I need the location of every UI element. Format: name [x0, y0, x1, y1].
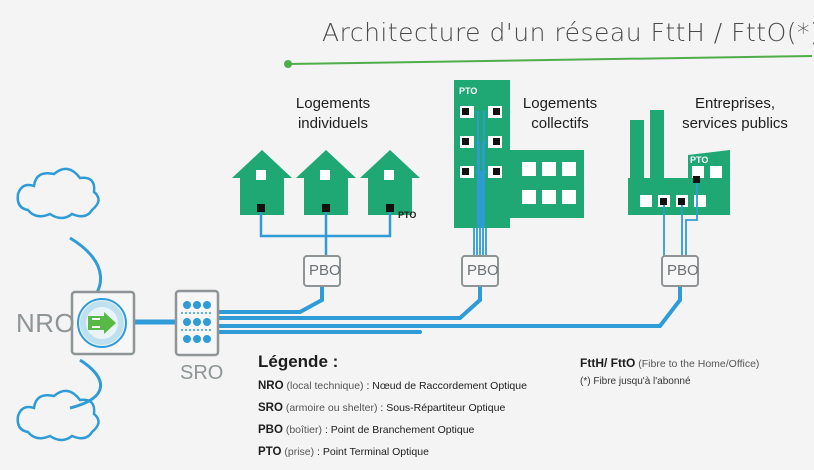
legend-row-nro: NRO (local technique) : Nœud de Raccorde…: [258, 380, 527, 392]
pto-label-business: PTO: [690, 155, 709, 165]
house-icon-1: [232, 150, 292, 215]
pbo-boxes: [303, 255, 699, 287]
legend-title: Légende :: [258, 352, 339, 371]
pbo-label-individual: PBO: [309, 262, 341, 279]
pbo-label-collective: PBO: [467, 262, 499, 279]
title-underline-dot: [284, 60, 292, 68]
label-collective-housing: Logements collectifs: [522, 95, 598, 132]
apartment-building: [454, 80, 584, 258]
title-underline: [287, 55, 813, 65]
cloud-icon-top: [16, 167, 100, 220]
sro-label: SRO: [180, 362, 224, 384]
house-drop-cables: [259, 212, 392, 258]
pto-label-collective: PTO: [459, 86, 478, 96]
houses: [232, 150, 420, 215]
nro-label: NRO: [16, 308, 76, 338]
business-building: [628, 110, 730, 258]
nro-equipment: [70, 290, 136, 356]
ftth-footnote: (*) Fibre jusqu'à l'abonné: [580, 376, 691, 387]
sro-cabinet: [174, 289, 220, 357]
ftth-definition: FttH/ FttO (Fibre to the Home/Office): [580, 356, 760, 370]
pbo-label-business: PBO: [667, 262, 699, 279]
diagram-title: Architecture d'un réseau FttH / FttO(*): [322, 18, 814, 47]
house-icon-2: [296, 150, 356, 215]
legend-row-pto: PTO (prise) : Point Terminal Optique: [258, 446, 429, 458]
label-individual-housing: Logements individuels: [295, 95, 371, 132]
legend-row-sro: SRO (armoire ou shelter) : Sous-Répartit…: [258, 402, 506, 414]
pto-label-house: PTO: [398, 210, 417, 220]
legend-row-pbo: PBO (boîtier) : Point de Branchement Opt…: [258, 424, 475, 436]
house-pto-sockets: [257, 204, 394, 212]
cloud-icon-bottom: [16, 389, 100, 442]
cloud-link-bottom: [69, 358, 102, 410]
house-icon-3: [360, 150, 420, 215]
label-businesses: Entreprises, services publics: [682, 95, 788, 132]
